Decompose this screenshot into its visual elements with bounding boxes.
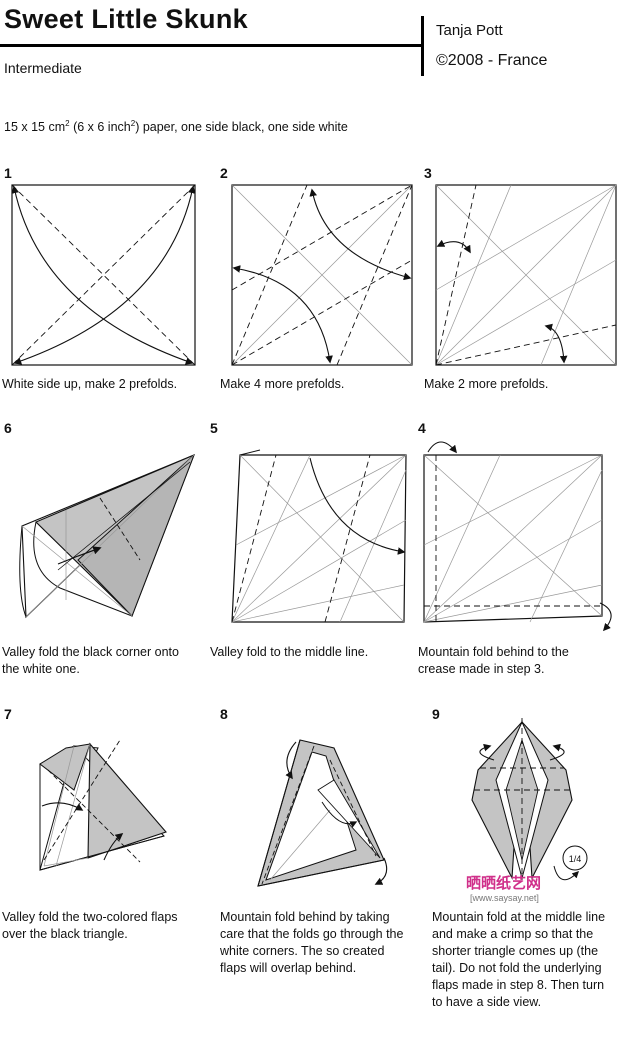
diagram-step-5 <box>231 449 407 623</box>
step-number-8: 8 <box>220 706 228 722</box>
header-rule-horizontal <box>0 44 424 47</box>
header-rule-vertical <box>421 16 424 76</box>
diagram-step-3 <box>435 184 617 366</box>
step-number-9: 9 <box>432 706 440 722</box>
step-number-5: 5 <box>210 420 218 436</box>
step-9-fraction-label: 1/4 <box>569 854 582 864</box>
step-number-3: 3 <box>424 165 432 181</box>
diagram-step-7 <box>39 739 167 871</box>
step-caption-2: Make 4 more prefolds. <box>220 377 345 391</box>
quarter-fold-icon <box>562 845 588 871</box>
step-number-7: 7 <box>4 706 12 722</box>
diagram-step-2 <box>231 184 413 366</box>
step-caption-1: White side up, make 2 prefolds. <box>2 377 178 391</box>
step-caption-3: Make 2 more prefolds. <box>424 377 549 391</box>
step-number-1: 1 <box>4 165 12 181</box>
step-number-6: 6 <box>4 420 12 436</box>
difficulty-level: Intermediate <box>4 60 82 76</box>
step-caption-5: Valley fold to the middle line. <box>210 645 369 659</box>
diagram-step-8 <box>257 739 388 887</box>
diagram-step-9: 1/4 <box>471 718 588 881</box>
step-number-4: 4 <box>418 420 426 436</box>
watermark-text: 晒晒纸艺网 <box>466 875 542 892</box>
step-number-2: 2 <box>220 165 228 181</box>
paper-spec: 15 x 15 cm2 (6 x 6 inch2) paper, one sid… <box>4 119 348 135</box>
watermark-url: [www.saysay.net] <box>470 893 539 903</box>
author-name: Tanja Pott <box>436 22 503 39</box>
diagram-step-4 <box>423 441 612 632</box>
copyright: ©2008 - France <box>436 52 548 69</box>
page-title: Sweet Little Skunk <box>4 4 248 34</box>
diagram-step-6 <box>19 453 195 619</box>
diagram-step-1 <box>11 184 196 366</box>
